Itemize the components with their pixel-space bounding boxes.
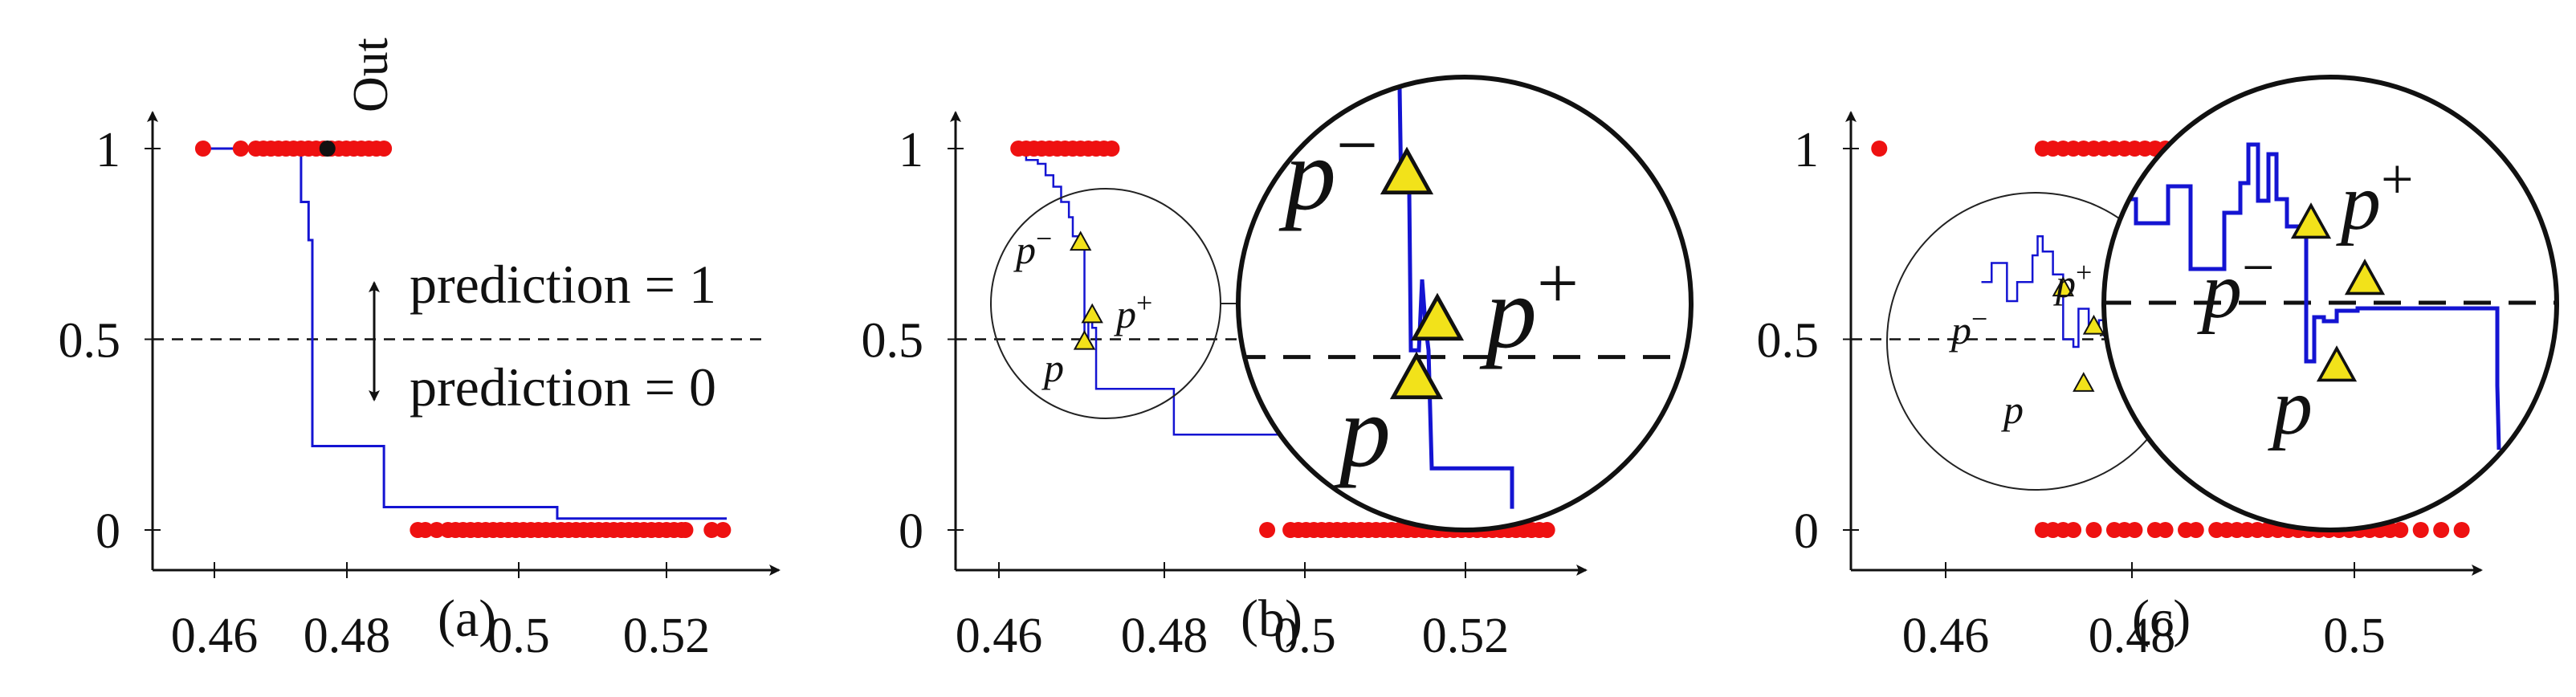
zoom-marker-p: [2316, 345, 2358, 382]
zoom-marker-minus: [1380, 146, 1434, 195]
marker-triangle: [2052, 276, 2075, 297]
prediction-zero-label: prediction = 0: [410, 357, 716, 418]
x-tick-label: 0.46: [171, 609, 259, 663]
data-point: [2126, 522, 2143, 538]
data-point: [2187, 522, 2204, 538]
y-tick-label: 0: [899, 504, 923, 559]
data-point: [1539, 522, 1555, 538]
data-point: [2433, 522, 2450, 538]
zoom-marker-plus: [2344, 259, 2386, 296]
y-tick-label: 0.5: [59, 314, 121, 369]
panel-a: 0 0.5 1 0.46 0.48 0.5 0.52: [59, 111, 781, 663]
zoom-label-p: p: [1333, 374, 1391, 488]
zoom-marker-p: [1389, 351, 1444, 400]
zoom-circle: [1236, 75, 1694, 532]
y-tick-label: 1: [96, 123, 120, 177]
y-tick-label: 0.5: [862, 314, 924, 369]
y-tick-label: 1: [899, 123, 923, 177]
x-tick-label: 0.46: [1902, 609, 1990, 663]
zoom-label-plus: p+: [2336, 147, 2414, 247]
marker-label-p: p: [1041, 345, 1064, 390]
x-tick-label: 0.5: [2323, 609, 2386, 663]
prediction-one-label: prediction = 1: [410, 254, 716, 315]
y-tick-label: 0: [1794, 504, 1819, 559]
data-point: [677, 522, 694, 538]
data-point: [1871, 141, 1888, 157]
data-point: [417, 522, 434, 538]
panel-label-c: (c): [2132, 589, 2191, 648]
zoom-background: [1238, 77, 1691, 530]
panel-c: 0 0.5 1 0.46 0.48 0.5 p− p+ p p− p+ p: [1757, 75, 2559, 663]
panel-label-a: (a): [438, 589, 496, 648]
x-tick-label: 0.5: [1274, 609, 1336, 663]
x-tick-label: 0.48: [304, 609, 391, 663]
x-tick-label: 0.52: [1422, 609, 1510, 663]
zoom-label-plus: p+: [1479, 242, 1579, 369]
zoom-curve: [2120, 142, 2501, 450]
data-point: [1103, 141, 1120, 157]
marker-label-minus: p−: [1013, 222, 1052, 272]
x-tick-label: 0.48: [1121, 609, 1209, 663]
data-point: [1259, 522, 1276, 538]
marker-label-plus: p+: [2053, 256, 2092, 306]
marker-triangle: [2082, 314, 2105, 335]
y-tick-label: 1: [1794, 123, 1819, 177]
x-tick-label: 0.48: [2089, 609, 2176, 663]
data-point: [376, 141, 393, 157]
marker-label-minus: p−: [1949, 303, 1987, 353]
zoom-marker-minus: [2290, 202, 2332, 239]
zoom-label-p: p: [2268, 362, 2313, 451]
zoom-content: p−p+p: [1238, 85, 1691, 509]
x-tick-label: 0.5: [487, 609, 550, 663]
y-tick-label: 0: [96, 504, 120, 559]
data-point: [703, 522, 720, 538]
panel-label-b: (b): [1241, 589, 1302, 648]
marker-triangle: [1073, 329, 1096, 350]
zoom-circle: [2101, 75, 2559, 532]
magnifier-small: [990, 188, 1221, 419]
x-tick-label: 0.46: [956, 609, 1043, 663]
data-point: [2392, 522, 2409, 538]
zoom-label-minus: p−: [2197, 235, 2275, 335]
marker-label-plus: p+: [1114, 287, 1152, 336]
zoom-marker-plus: [1410, 292, 1465, 341]
x-tick-label: 0.52: [623, 609, 711, 663]
zoom-content: p− p+ p: [2104, 142, 2557, 451]
data-point: [2453, 522, 2470, 538]
marker-triangle: [1081, 303, 1103, 324]
out-annotation: Out: [344, 38, 398, 112]
data-point: [2157, 522, 2174, 538]
step-curve: [206, 147, 728, 520]
data-point: [2065, 522, 2082, 538]
step-curve: [1018, 147, 1279, 436]
marker-triangle: [1069, 230, 1092, 251]
marker-label-p: p: [2001, 387, 2024, 432]
data-point: [2412, 522, 2429, 538]
data-point: [2085, 522, 2102, 538]
data-point: [715, 522, 732, 538]
marker-triangle: [2073, 372, 2095, 392]
data-point: [194, 141, 211, 157]
out-point: [319, 141, 336, 157]
y-tick-label: 0.5: [1757, 314, 1820, 369]
data-point: [428, 522, 445, 538]
data-point: [232, 141, 249, 157]
